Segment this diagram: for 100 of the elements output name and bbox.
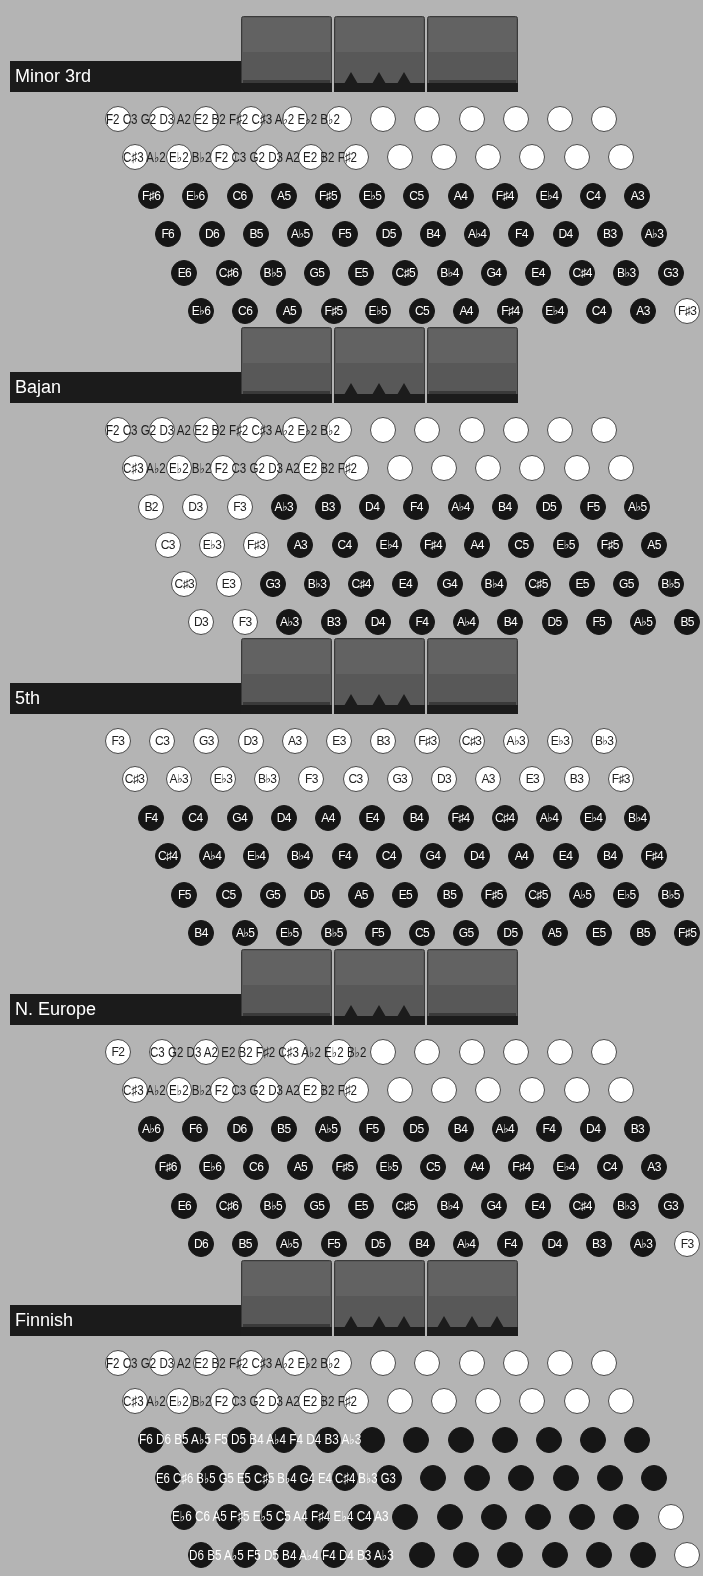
note-button: A4 — [453, 298, 480, 324]
blank-button — [386, 1077, 413, 1104]
note-button: B2 — [138, 493, 165, 520]
note-button: B♭3 — [254, 766, 281, 793]
note-button: E6 — [171, 259, 198, 286]
note-sequence: F2 C3 G2 D3 A2 E2 B2 F♯2 C♯3 A♭2 E♭2 B♭2 — [106, 1355, 340, 1371]
note-button: G5 — [304, 259, 330, 286]
blank-button — [431, 1077, 457, 1104]
note-button: A4 — [315, 804, 341, 831]
note-button: C♯3 — [458, 728, 485, 754]
blank-button — [414, 106, 441, 132]
note-button: B♭5 — [657, 881, 684, 908]
note-button: D5 — [536, 493, 562, 520]
note-button: A♭5 — [232, 920, 259, 946]
note-button: A♭4 — [491, 1115, 518, 1142]
note-button: E♭6 — [188, 298, 214, 324]
blank-button — [121, 455, 148, 482]
note-button: F♯4 — [447, 804, 474, 831]
blank-button — [519, 144, 546, 171]
note-button: C5 — [409, 298, 435, 324]
blank-button — [519, 455, 546, 482]
note-sequence: F2 C3 G2 D3 A2 E2 B2 F♯2 C♯3 A♭2 E♭2 B♭2 — [106, 111, 340, 127]
note-button: A♭5 — [315, 1115, 341, 1142]
note-button: A♭4 — [536, 804, 562, 831]
note-button: B4 — [596, 843, 623, 870]
note-button: A3 — [287, 532, 314, 559]
note-button: F♯6 — [138, 182, 165, 209]
note-button: B♭4 — [480, 570, 507, 597]
note-button: D5 — [541, 609, 568, 635]
note-button: A♭3 — [502, 728, 529, 754]
blank-button — [453, 1542, 480, 1568]
blank-button — [370, 417, 397, 443]
blank-button — [563, 144, 590, 171]
note-button: A4 — [508, 843, 535, 870]
blank-button — [569, 1503, 596, 1530]
note-button: B3 — [370, 728, 397, 754]
note-button: E♭3 — [547, 728, 573, 754]
blank-button — [613, 1503, 640, 1530]
blank-button — [536, 1426, 562, 1453]
note-button: G4 — [226, 804, 253, 831]
note-button: C4 — [331, 532, 358, 559]
title-banner: Finnish — [10, 1305, 241, 1336]
note-button: G3 — [657, 1192, 684, 1219]
note-button: E♭5 — [276, 920, 303, 946]
blank-button — [386, 455, 413, 482]
note-button: C♯4 — [569, 1192, 596, 1219]
note-button: B4 — [403, 804, 430, 831]
note-button: A5 — [541, 920, 568, 946]
note-button: B♭3 — [591, 728, 618, 754]
note-button: A5 — [641, 532, 667, 559]
blank-button — [480, 1503, 507, 1530]
note-button: B♭3 — [613, 259, 640, 286]
note-button: F♯3 — [243, 532, 270, 559]
title-banner: 5th — [10, 683, 241, 714]
blank-button — [370, 1039, 397, 1065]
note-button: A♭5 — [630, 609, 656, 635]
blank-button — [165, 1388, 192, 1415]
blank-button — [475, 144, 502, 171]
note-button: A3 — [475, 766, 502, 793]
note-button: E♭4 — [536, 182, 562, 209]
note-button: E4 — [525, 259, 551, 286]
note-button: E3 — [326, 728, 352, 754]
blank-button — [458, 106, 485, 132]
blank-button — [475, 1077, 502, 1104]
note-button: F4 — [536, 1115, 562, 1142]
note-button: F♯4 — [641, 843, 667, 870]
note-button: G5 — [613, 570, 640, 597]
blank-button — [591, 417, 618, 443]
note-button: A5 — [276, 298, 303, 324]
blank-button — [563, 1077, 590, 1104]
note-sequence: C♯3 A♭2 E♭2 B♭2 F2 C3 G2 D3 A2 E2 B2 F♯2 — [122, 1082, 357, 1098]
note-button: E5 — [348, 259, 375, 286]
note-button: F5 — [320, 1231, 347, 1257]
note-button: B4 — [497, 609, 524, 635]
blank-button — [502, 106, 529, 132]
note-button: C♯5 — [525, 570, 551, 597]
note-button: B♭5 — [259, 259, 286, 286]
note-button: B3 — [596, 221, 623, 248]
note-button: E♭6 — [199, 1154, 225, 1181]
note-button: D6 — [188, 1231, 214, 1257]
note-button: B♭4 — [624, 804, 651, 831]
blank-button — [508, 1465, 535, 1492]
note-button: A♭6 — [138, 1115, 165, 1142]
note-button: B♭4 — [436, 259, 463, 286]
blank-button — [502, 1039, 529, 1065]
blank-button — [431, 1388, 457, 1415]
note-button: F♯5 — [596, 532, 623, 559]
note-button: C4 — [596, 1154, 623, 1181]
note-button: G3 — [259, 570, 286, 597]
blank-button — [519, 1077, 546, 1104]
note-button: G5 — [304, 1192, 330, 1219]
note-button: F6 — [182, 1115, 209, 1142]
note-button: F♯3 — [674, 298, 701, 324]
blank-button — [641, 1465, 667, 1492]
blank-button — [420, 1465, 446, 1492]
note-button: F♯6 — [154, 1154, 181, 1181]
blank-button — [359, 1426, 386, 1453]
note-button: B5 — [436, 881, 463, 908]
note-button: E3 — [215, 570, 242, 597]
blank-button — [370, 106, 397, 132]
